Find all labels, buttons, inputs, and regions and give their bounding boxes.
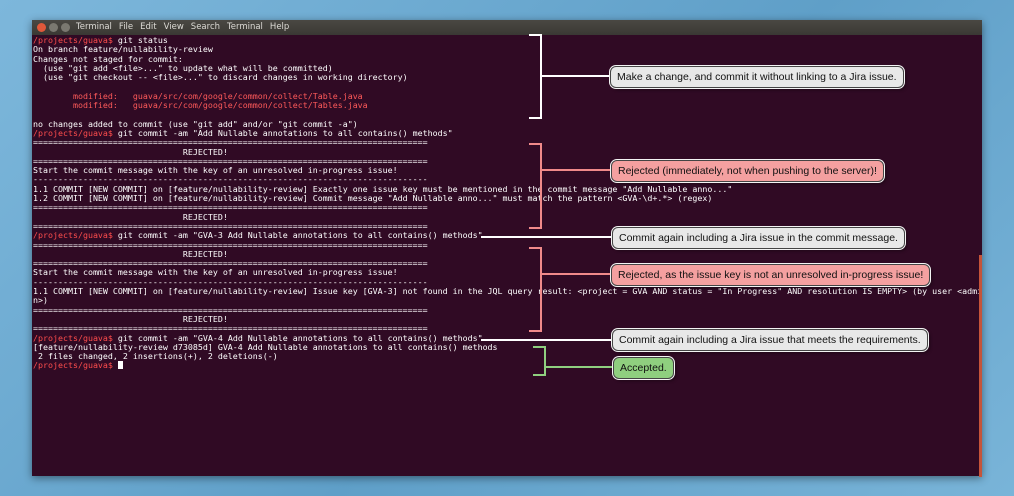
terminal-line: ========================================… <box>33 222 981 231</box>
terminal-line: 1.1 COMMIT [NEW COMMIT] on [feature/null… <box>33 287 981 296</box>
bracket-accepted <box>533 346 613 376</box>
terminal-line: ----------------------------------------… <box>33 278 981 287</box>
terminal-text: 1.1 COMMIT [NEW COMMIT] on [feature/null… <box>33 184 733 194</box>
menu-item-edit[interactable]: Edit <box>140 22 157 32</box>
shell-prompt: /projects/guava$ <box>33 36 113 45</box>
bracket-rejected-1 <box>529 143 611 229</box>
callout-accepted: Accepted. <box>613 357 674 379</box>
callout-commit-valid-issue: Commit again including a Jira issue that… <box>612 329 928 351</box>
terminal-line: REJECTED! <box>33 148 981 157</box>
shell-prompt: /projects/guava$ <box>33 231 113 241</box>
menu-item-help[interactable]: Help <box>269 22 290 32</box>
terminal-line: modified: guava/src/com/google/common/co… <box>33 101 981 110</box>
terminal-text: ========================================… <box>33 305 428 315</box>
terminal-text: git commit -am "Add Nullable annotations… <box>112 128 453 138</box>
shell-prompt: /projects/guava$ <box>33 361 113 371</box>
terminal-text: modified: guava/src/com/google/common/co… <box>33 101 368 111</box>
terminal-line: /projects/guava$ git commit -am "Add Nul… <box>33 129 981 138</box>
terminal-text: no changes added to commit (use "git add… <box>33 119 358 129</box>
terminal-text: git commit -am "GVA-4 Add Nullable annot… <box>112 333 483 343</box>
terminal-line: ========================================… <box>33 306 981 315</box>
terminal-line: /projects/guava$ git commit -am "GVA-4 A… <box>33 334 981 343</box>
terminal-line: n>) <box>33 296 981 305</box>
terminal-text: REJECTED! <box>33 147 228 157</box>
terminal-text: Changes not staged for commit: <box>33 54 183 64</box>
terminal-text: REJECTED! <box>33 314 228 324</box>
terminal-text: git status <box>112 36 168 45</box>
menu-item-terminal-app[interactable]: Terminal <box>76 22 112 32</box>
minimize-icon[interactable] <box>49 23 58 32</box>
terminal-text: ========================================… <box>33 324 428 334</box>
terminal-line: /projects/guava$ git status <box>33 36 981 45</box>
terminal-line: REJECTED! <box>33 315 981 324</box>
callout-rejected-immediately: Rejected (immediately, not when pushing … <box>611 160 884 182</box>
terminal-text: 2 files changed, 2 insertions(+), 2 dele… <box>33 352 278 362</box>
terminal-text: REJECTED! <box>33 212 228 222</box>
terminal-text: (use "git add <file>..." to update what … <box>33 63 333 73</box>
bracket-commit-no-issue <box>529 34 610 119</box>
close-icon[interactable] <box>37 23 46 32</box>
terminal-line: no changes added to commit (use "git add… <box>33 120 981 129</box>
terminal-text: ========================================… <box>33 240 428 250</box>
title-bar[interactable]: Terminal File Edit View Search Terminal … <box>32 20 982 35</box>
terminal-text: On branch feature/nullability-review <box>33 45 213 55</box>
terminal-text: ========================================… <box>33 221 428 231</box>
terminal-text: ========================================… <box>33 259 428 269</box>
terminal-line: ----------------------------------------… <box>33 175 981 184</box>
maximize-icon[interactable] <box>61 23 70 32</box>
terminal-line: ========================================… <box>33 138 981 147</box>
terminal-line: REJECTED! <box>33 250 981 259</box>
terminal-line: Changes not staged for commit: <box>33 55 981 64</box>
terminal-line: Start the commit message with the key of… <box>33 166 981 175</box>
terminal-text: n>) <box>33 296 48 306</box>
menu-item-search[interactable]: Search <box>190 22 220 32</box>
terminal-text: ========================================… <box>33 138 428 148</box>
terminal-text: git commit -am "GVA-3 Add Nullable annot… <box>112 231 483 241</box>
shell-prompt: /projects/guava$ <box>33 333 113 343</box>
terminal-line: On branch feature/nullability-review <box>33 45 981 54</box>
menu-item-view[interactable]: View <box>163 22 184 32</box>
terminal-line: ========================================… <box>33 241 981 250</box>
terminal-line: modified: guava/src/com/google/common/co… <box>33 92 981 101</box>
terminal-line: ========================================… <box>33 157 981 166</box>
terminal-line: /projects/guava$ git commit -am "GVA-3 A… <box>33 231 981 240</box>
terminal-text: Start the commit message with the key of… <box>33 166 398 176</box>
terminal-text: 1.1 COMMIT [NEW COMMIT] on [feature/null… <box>33 287 981 297</box>
terminal-line: (use "git checkout -- <file>..." to disc… <box>33 73 981 82</box>
terminal-line: [feature/nullability-review d73085d] GVA… <box>33 343 981 352</box>
terminal-text: ----------------------------------------… <box>33 277 428 287</box>
menu-item-file[interactable]: File <box>118 22 134 32</box>
shell-prompt: /projects/guava$ <box>33 128 113 138</box>
callout-rejected-issue-state: Rejected, as the issue key is not an unr… <box>611 264 931 286</box>
terminal-text: ========================================… <box>33 156 428 166</box>
bracket-rejected-2 <box>529 247 611 332</box>
terminal-text: (use "git checkout -- <file>..." to disc… <box>33 73 408 83</box>
terminal-line: 1.1 COMMIT [NEW COMMIT] on [feature/null… <box>33 185 981 194</box>
terminal-text: modified: guava/src/com/google/common/co… <box>33 91 363 101</box>
terminal-text: ----------------------------------------… <box>33 175 428 185</box>
terminal-text: ========================================… <box>33 203 428 213</box>
terminal-text: Start the commit message with the key of… <box>33 268 398 278</box>
terminal-text: REJECTED! <box>33 249 228 259</box>
terminal-line: Start the commit message with the key of… <box>33 268 981 277</box>
terminal-line: /projects/guava$ <box>33 361 981 370</box>
terminal-line: 2 files changed, 2 insertions(+), 2 dele… <box>33 352 981 361</box>
menu-item-terminal[interactable]: Terminal <box>227 22 263 32</box>
terminal-line: ========================================… <box>33 203 981 212</box>
callout-commit-without-issue: Make a change, and commit it without lin… <box>610 66 904 88</box>
callout-commit-with-issue: Commit again including a Jira issue in t… <box>612 227 905 249</box>
terminal-line: ========================================… <box>33 324 981 333</box>
terminal-line: ========================================… <box>33 259 981 268</box>
terminal-line: (use "git add <file>..." to update what … <box>33 64 981 73</box>
window-edge-accent <box>979 255 982 477</box>
terminal-text: [feature/nullability-review d73085d] GVA… <box>33 342 498 352</box>
terminal-line: REJECTED! <box>33 213 981 222</box>
text-cursor <box>117 361 123 370</box>
menu-bar: Terminal File Edit View Search Terminal … <box>76 21 289 34</box>
